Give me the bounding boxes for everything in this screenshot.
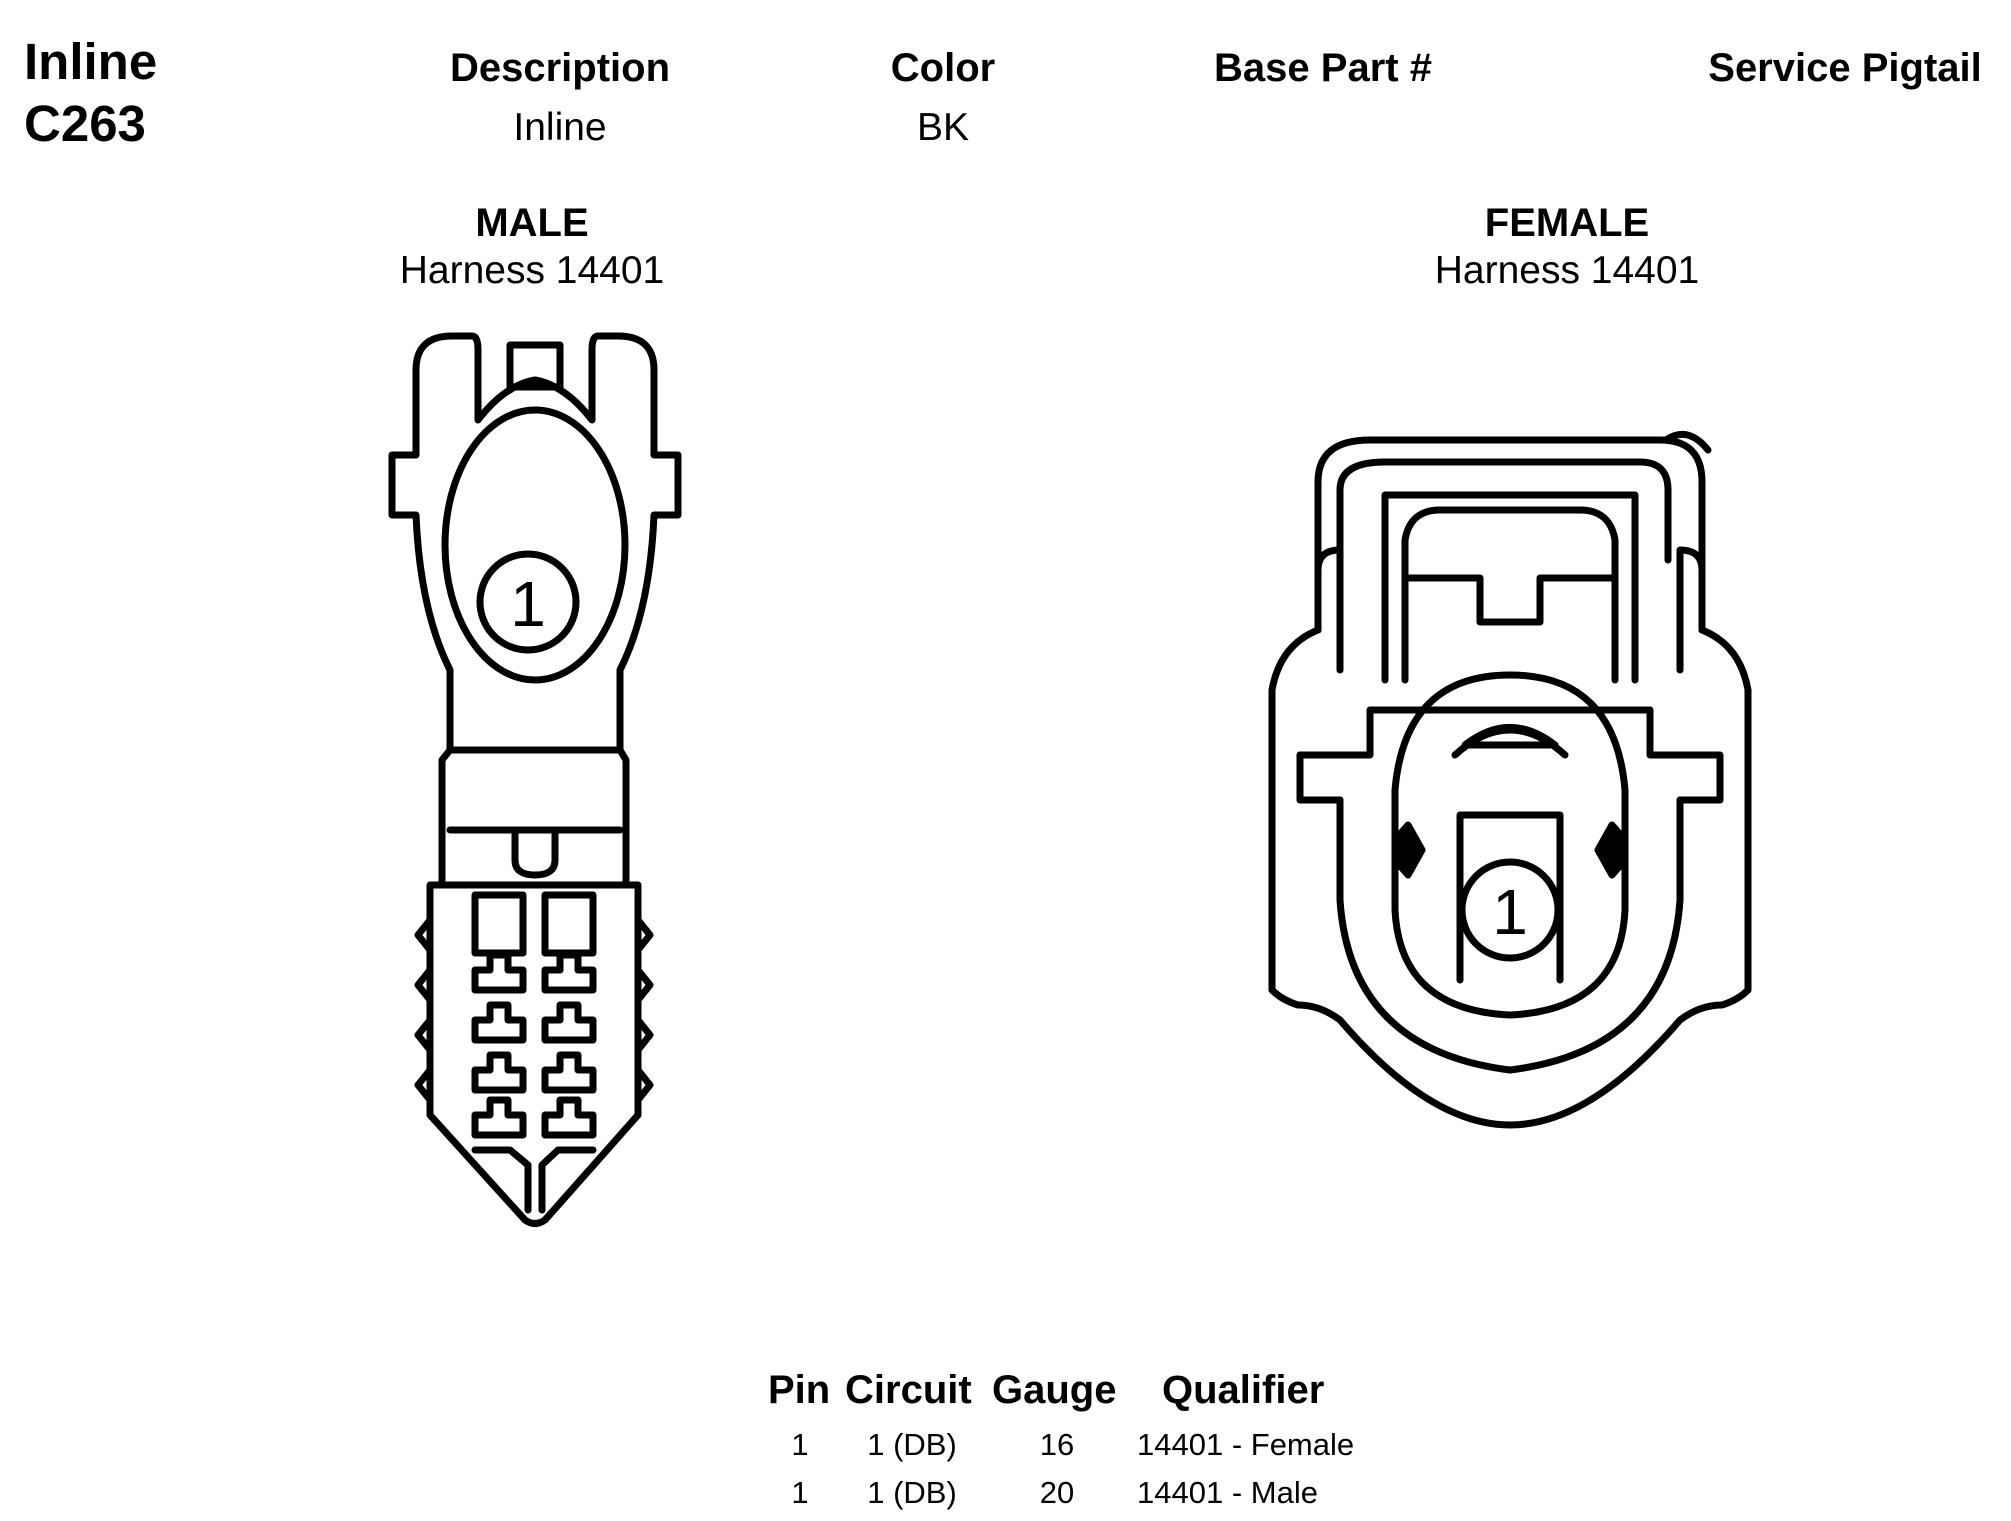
female-left-bump xyxy=(1314,546,1344,674)
connector-title-line1: Inline xyxy=(24,33,158,90)
female-latch-inner xyxy=(1401,506,1619,684)
female-latch-housing xyxy=(1381,491,1639,684)
pin-cell: 1 xyxy=(791,1427,809,1462)
female-left-diamond xyxy=(1391,821,1426,879)
male-harness-label: Harness 14401 xyxy=(399,249,665,292)
female-pin-1-circle xyxy=(1458,858,1562,962)
male-tip-lines xyxy=(471,1146,597,1214)
male-pin-1-label: 1 xyxy=(510,568,546,640)
male-right-ribs xyxy=(634,916,654,1104)
pin-col-header: Pin xyxy=(768,1368,831,1412)
female-connector-outline xyxy=(1268,436,1752,1129)
circuit-cell: 1 (DB) xyxy=(867,1475,957,1510)
qualifier-cell: 14401 - Female xyxy=(1137,1427,1355,1462)
female-shell-inner-line xyxy=(1381,458,1672,564)
gauge-col-header: Gauge xyxy=(992,1368,1117,1412)
male-left-ribs xyxy=(414,916,434,1104)
qualifier-col-header: Qualifier xyxy=(1162,1368,1325,1412)
female-pin-cavity xyxy=(1391,671,1629,1019)
female-harness-label: Harness 14401 xyxy=(1434,249,1700,292)
circuit-cell: 1 (DB) xyxy=(867,1427,957,1462)
male-terminal-box xyxy=(471,891,527,957)
female-pin-socket xyxy=(1456,811,1564,984)
male-top-tab xyxy=(506,341,564,391)
female-shell-bump xyxy=(1662,430,1712,454)
male-center-key xyxy=(511,826,559,879)
female-latch-key xyxy=(1401,574,1619,626)
female-ear-right xyxy=(1296,706,1724,804)
male-terminal-box xyxy=(541,891,597,957)
connector-id: C263 xyxy=(24,95,146,152)
female-right-diamond xyxy=(1594,821,1629,879)
female-ear-left xyxy=(1296,751,1344,804)
female-connector-diagram: 1 xyxy=(1268,430,1752,1129)
female-dome-arc xyxy=(1451,726,1569,759)
male-pin-cavity xyxy=(441,406,629,684)
description-value: Inline xyxy=(513,106,607,149)
male-connector-diagram: 1 xyxy=(388,332,682,1227)
gauge-cell: 16 xyxy=(1039,1427,1075,1462)
female-lower-u xyxy=(1336,796,1684,1074)
qualifier-cell: 14401 - Male xyxy=(1137,1475,1318,1510)
service-pigtail-label: Service Pigtail xyxy=(1708,46,1982,90)
female-pin-1-label: 1 xyxy=(1492,876,1528,948)
pin-cell: 1 xyxy=(791,1475,809,1510)
female-right-bump xyxy=(1676,546,1706,674)
male-view-title: MALE xyxy=(475,201,589,245)
color-value: BK xyxy=(916,106,970,149)
female-view-title: FEMALE xyxy=(1484,201,1650,245)
male-clip-rows xyxy=(471,951,597,1139)
male-pin-1-circle xyxy=(476,550,580,654)
gauge-cell: 20 xyxy=(1039,1475,1075,1510)
color-label: Color xyxy=(890,46,996,90)
male-connector-outline xyxy=(388,332,682,1227)
circuit-col-header: Circuit xyxy=(845,1368,972,1412)
female-shell-inner-line-2 xyxy=(1336,458,1389,564)
description-label: Description xyxy=(449,46,671,90)
base-part-label: Base Part # xyxy=(1214,46,1432,90)
